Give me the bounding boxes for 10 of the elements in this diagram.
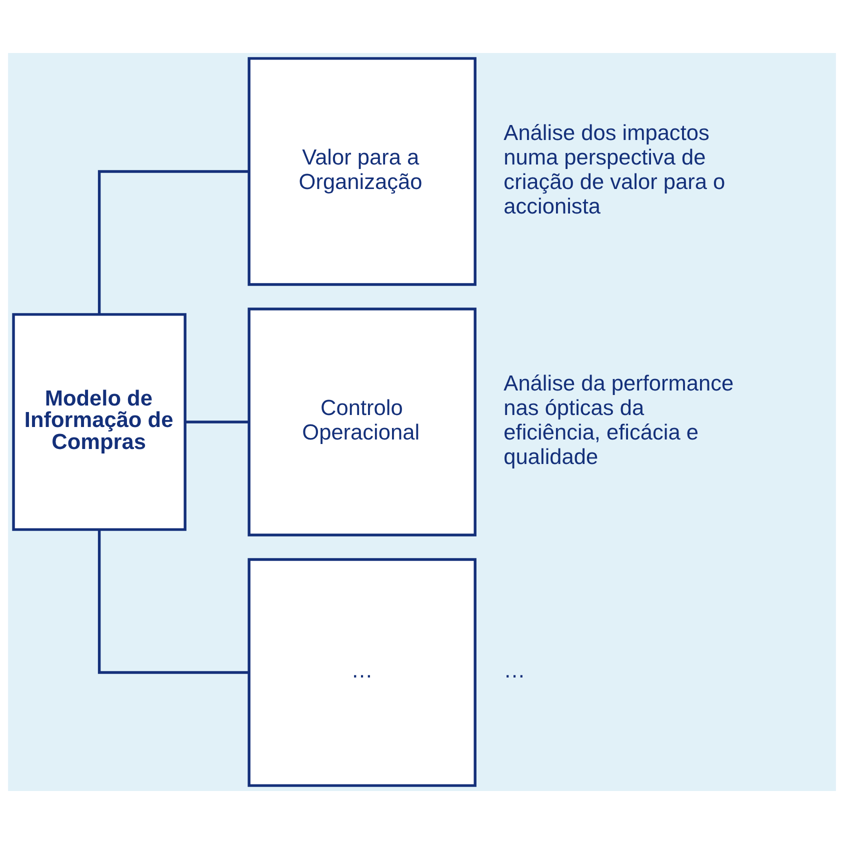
node-box: Modelo de Informação de Compras [12, 312, 186, 530]
node-label: Análise dos impactos numa perspectiva de criação de valor para o accionista [504, 119, 726, 218]
node-box: Controlo Operacional [248, 307, 476, 536]
connector [185, 420, 250, 423]
node-box: … [248, 558, 476, 786]
node-label: Análise da performance nas ópticas da eficiência, eficácia e qualidade [504, 370, 734, 468]
connector [98, 529, 249, 674]
node-label: … [504, 657, 526, 682]
node-box: Valor para a Organização [248, 56, 476, 286]
connector [98, 170, 249, 314]
